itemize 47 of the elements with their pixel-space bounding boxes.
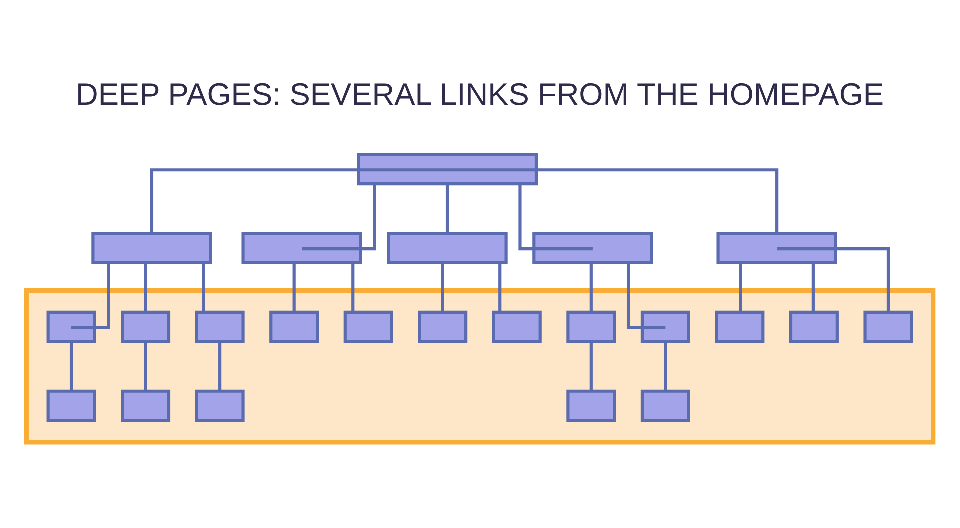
node-box xyxy=(92,232,212,264)
connector xyxy=(448,168,779,232)
node-box xyxy=(566,310,616,343)
node-box xyxy=(46,389,96,422)
connector xyxy=(590,263,593,312)
connector xyxy=(626,263,666,329)
connector xyxy=(218,342,222,390)
node-box xyxy=(46,310,96,343)
node-box xyxy=(242,232,362,264)
diagram-title: DEEP PAGES: SEVERAL LINKS FROM THE HOMEPAGE xyxy=(76,76,884,112)
connector xyxy=(777,246,890,312)
node-box xyxy=(121,310,171,343)
connector xyxy=(292,263,296,312)
node-box xyxy=(716,232,838,264)
connector xyxy=(144,263,148,312)
node-box xyxy=(492,310,542,343)
connector xyxy=(302,184,376,250)
connector xyxy=(518,184,593,250)
node-box xyxy=(121,389,171,422)
connector xyxy=(72,263,110,329)
node-box xyxy=(344,310,394,343)
node-box xyxy=(532,232,654,264)
connector xyxy=(590,342,593,390)
node-box xyxy=(864,310,914,343)
node-box xyxy=(357,152,538,186)
node-box xyxy=(418,310,468,343)
node-box xyxy=(195,310,245,343)
node-box xyxy=(195,389,245,422)
node-box xyxy=(640,310,690,343)
node-box xyxy=(789,310,839,343)
connector xyxy=(739,263,742,312)
connector xyxy=(202,263,206,312)
node-box xyxy=(566,389,616,422)
connector xyxy=(664,342,668,390)
node-box xyxy=(640,389,690,422)
connector xyxy=(441,263,444,312)
node-box xyxy=(715,310,765,343)
connector xyxy=(498,263,502,312)
connector xyxy=(144,342,148,390)
node-box xyxy=(270,310,320,343)
connector xyxy=(812,263,815,312)
connector xyxy=(446,184,450,232)
connector xyxy=(70,342,74,390)
connector xyxy=(150,168,448,232)
cluster xyxy=(24,288,936,444)
connector xyxy=(352,263,355,312)
node-box xyxy=(387,232,508,264)
